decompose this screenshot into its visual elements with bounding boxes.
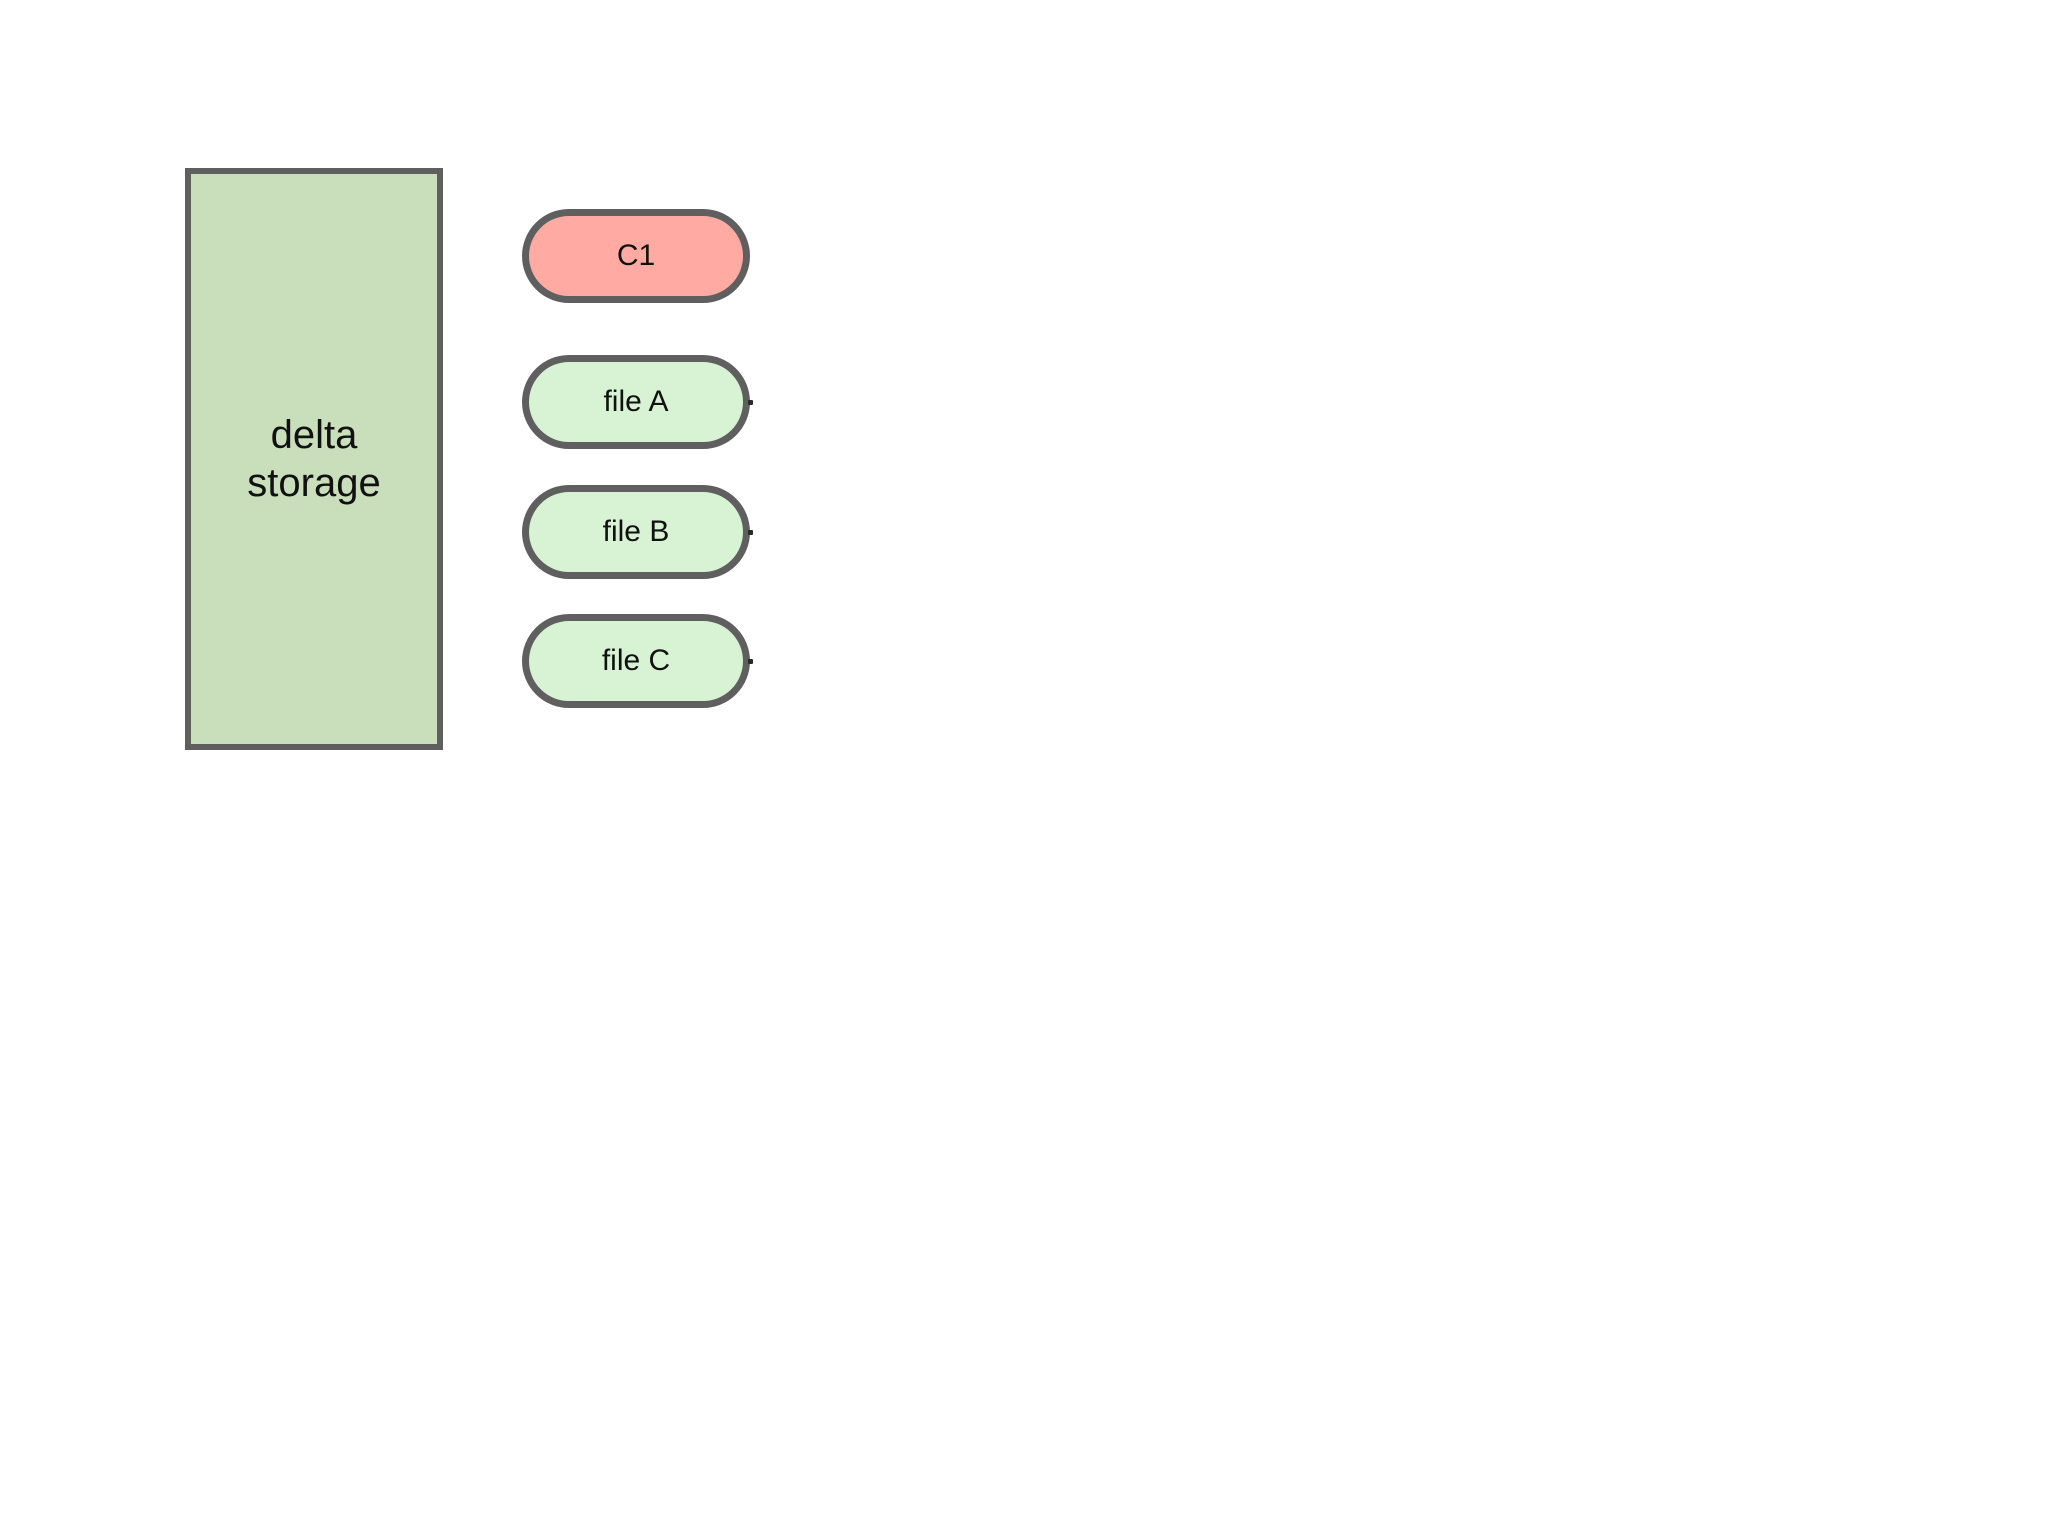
node-label: file A — [603, 385, 669, 418]
node-label: file B — [602, 515, 670, 548]
edge-stub-dot — [748, 659, 753, 664]
node-file-b: file B — [522, 485, 750, 579]
delta-storage-box: delta storage — [185, 168, 443, 750]
node-file-c: file C — [522, 614, 750, 708]
node-c1: C1 — [522, 209, 750, 303]
edge-stub-dot — [748, 530, 753, 535]
node-file-a: file A — [522, 355, 750, 449]
node-label: C1 — [616, 239, 656, 272]
delta-storage-label: delta storage — [247, 413, 381, 505]
edge-stub-dot — [748, 400, 753, 405]
node-label: file C — [601, 644, 671, 677]
